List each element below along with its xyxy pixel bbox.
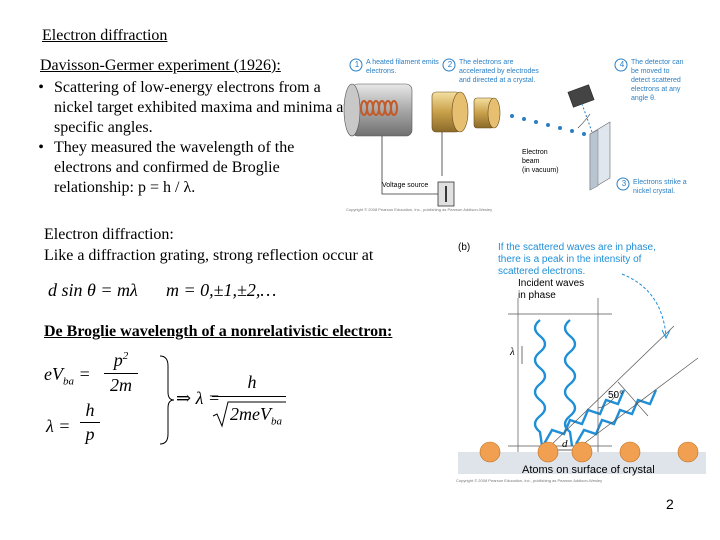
eq-h2-numerator: h	[247, 372, 257, 392]
step-1-caption: A heated filament emits electrons.	[366, 59, 439, 75]
fraction-bar	[80, 422, 100, 423]
gun-end	[343, 83, 361, 137]
phase-note-line: there is a peak in the intensity of	[498, 254, 642, 265]
bullet-text: Scattering of low-energy electrons from …	[54, 79, 348, 136]
angle-label: 50°	[608, 390, 624, 401]
bullet-item: • They measured the wavelength of the el…	[28, 138, 348, 198]
filament-coil	[360, 100, 398, 116]
crystal-surface	[458, 452, 706, 474]
incident-waves	[533, 319, 577, 447]
bullet-marker: •	[38, 139, 44, 156]
scattered-waves	[542, 389, 658, 445]
step-2-caption: The electrons are accelerated by electro…	[459, 59, 539, 84]
electron-beam	[510, 114, 586, 136]
slide-subtitle: Davisson-Germer experiment (1926):	[40, 57, 281, 74]
diffraction-drawing	[458, 273, 706, 474]
figure-b-label: (b)	[458, 242, 471, 253]
eq-root-sub: ba	[270, 415, 282, 428]
electron-beam-label: Electron beam (in vacuum)	[522, 148, 559, 175]
incident-label-line: Incident waves	[518, 278, 585, 289]
step-number-4: 4	[619, 60, 625, 69]
sqrt-icon	[212, 401, 286, 428]
curly-brace-icon	[159, 355, 175, 445]
electrode-face	[451, 91, 469, 133]
step-number-2: 2	[447, 60, 453, 69]
beam-label-line: beam	[522, 158, 540, 165]
fraction-bar	[104, 373, 138, 374]
eq-ev-lhs: eVba =	[44, 364, 91, 388]
detector	[567, 84, 595, 108]
eq-p-denominator: p	[85, 424, 95, 444]
figure-a-copyright: Copyright © 2008 Pearson Education, Inc.…	[346, 207, 493, 212]
bragg-equation: d sin θ = mλ	[48, 280, 138, 300]
slide-title: Electron diffraction	[42, 27, 168, 44]
page-number: 2	[666, 496, 674, 512]
eq-p2-numerator: p2	[106, 350, 136, 371]
lambda-label: λ	[510, 346, 515, 358]
phase-note-line: If the scattered waves are in phase,	[498, 242, 656, 253]
eq-lambda-lhs: λ =	[46, 416, 71, 436]
apparatus-figure: 1 A heated filament emits electrons. 2 T…	[342, 56, 688, 218]
phase-note-line: scattered electrons.	[498, 266, 586, 277]
step-4-caption: The detector can be moved to detect scat…	[631, 59, 684, 102]
bullet-text: They measured the wavelength of the elec…	[54, 139, 295, 196]
incident-label-line: in phase	[518, 290, 556, 301]
order-equation: m = 0,±1,±2,…	[166, 280, 277, 300]
eq-2m-denominator: 2m	[110, 375, 132, 395]
d-label: d	[562, 438, 568, 450]
eq-implies-lambda: ⇒ λ =	[176, 388, 221, 408]
construction-lines	[508, 298, 699, 452]
beam-label-line: (in vacuum)	[522, 167, 559, 174]
beam-label-line: Electron	[522, 149, 548, 156]
incident-waves-label: Incident waves in phase	[518, 278, 584, 302]
apparatus-drawing	[343, 58, 630, 207]
de-broglie-derivation: eVba = p2 2m λ = h p ⇒ λ = h 2meVba	[44, 350, 286, 450]
voltage-source-label: Voltage source	[382, 182, 429, 189]
phase-note: If the scattered waves are in phase, the…	[498, 242, 698, 278]
eq-ev-sub: ba	[62, 375, 74, 388]
eq-p2-sup: 2	[122, 350, 129, 362]
note-arrow	[621, 273, 667, 337]
fraction-bar	[212, 396, 286, 397]
bullet-marker: •	[38, 79, 44, 96]
atoms-label: Atoms on surface of crystal	[522, 464, 655, 476]
surface-atoms	[479, 441, 699, 463]
step-number-3: 3	[621, 179, 627, 188]
bullet-item: • Scattering of low-energy electrons fro…	[28, 78, 348, 138]
electrode-face	[487, 97, 501, 129]
step-number-1: 1	[354, 60, 360, 69]
bullet-list: • Scattering of low-energy electrons fro…	[28, 78, 348, 198]
eq-root-text: 2meV	[230, 404, 271, 424]
scattered-beam	[581, 103, 593, 133]
eq-h-numerator: h	[85, 400, 95, 420]
eq-p2-text: p	[113, 350, 123, 370]
eq-root-content: 2meVba	[230, 404, 282, 428]
diffraction-figure: (b) If the scattered waves are in phase,…	[452, 238, 706, 488]
figure-b-copyright: Copyright © 2008 Pearson Education, Inc.…	[456, 478, 603, 483]
section-electron-diffraction-text: Like a diffraction grating, strong refle…	[44, 247, 374, 264]
section-de-broglie-title: De Broglie wavelength of a nonrelativist…	[44, 323, 393, 340]
eq-ev-text: eV	[44, 364, 63, 384]
section-electron-diffraction-title: Electron diffraction:	[44, 226, 174, 243]
step-3-caption: Electrons strike a nickel crystal.	[633, 179, 687, 195]
wire	[381, 136, 442, 195]
